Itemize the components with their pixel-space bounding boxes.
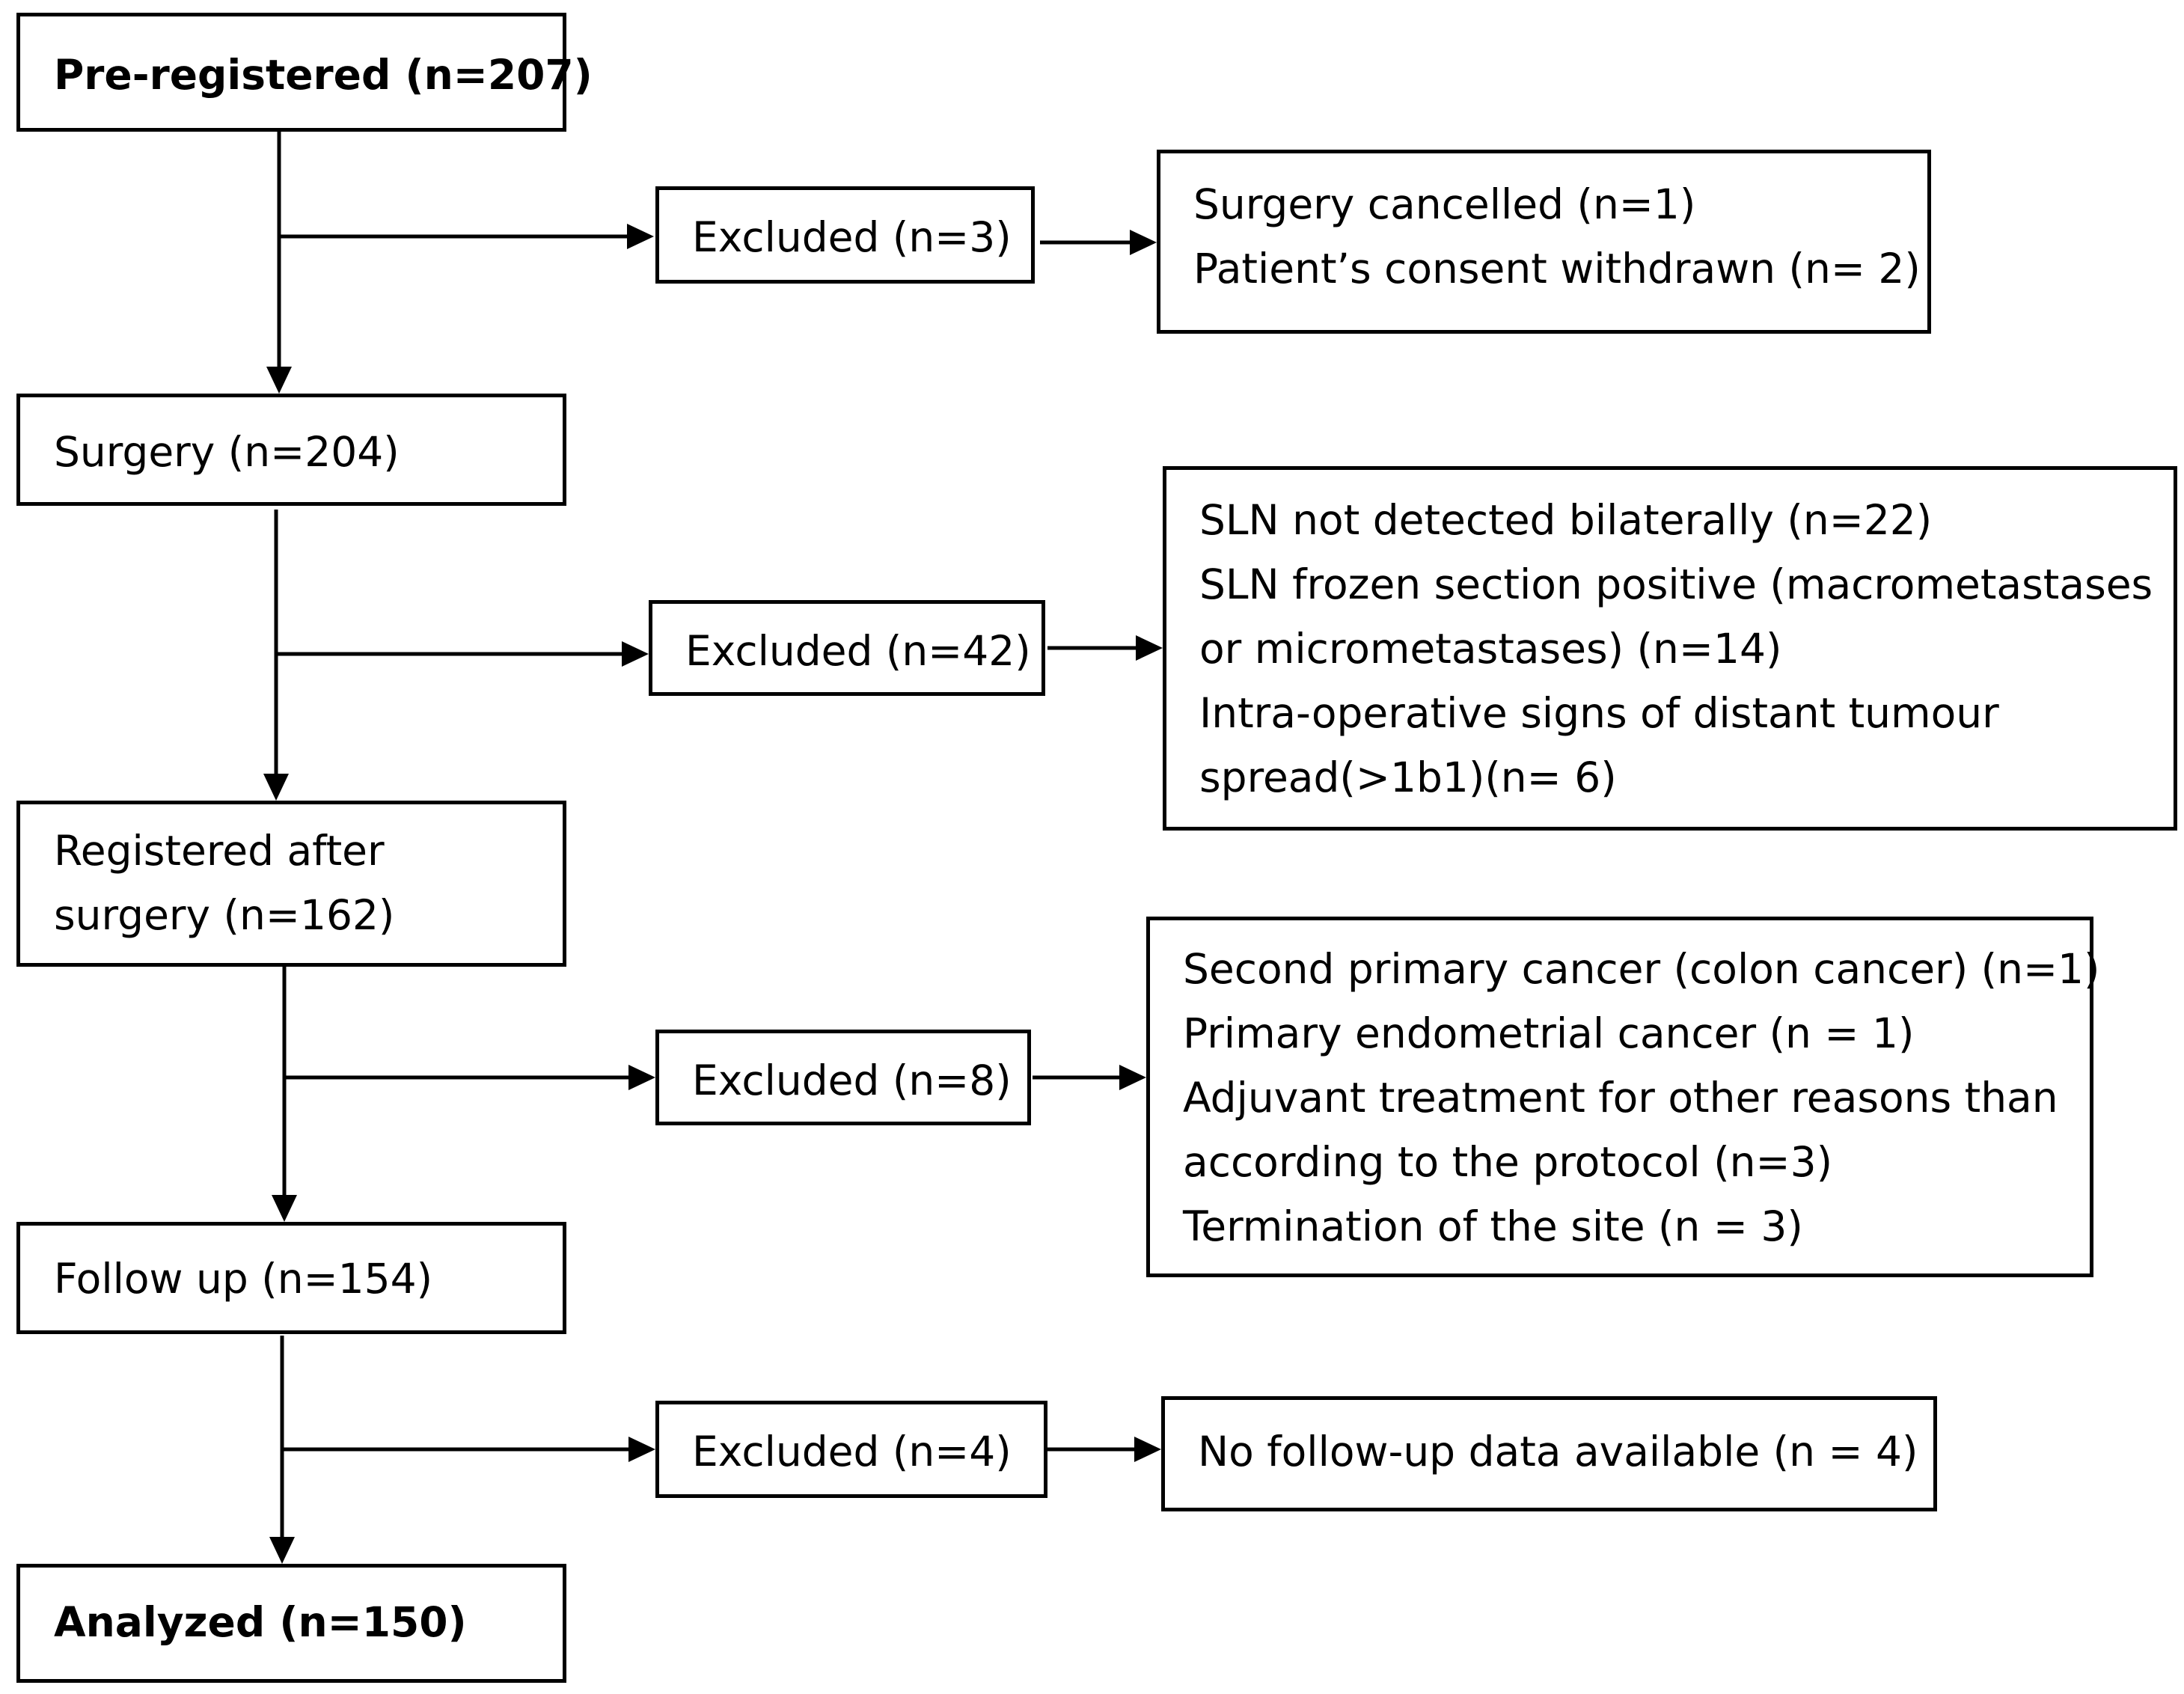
arrowhead-excluded-1 — [627, 224, 654, 249]
arrowhead-excluded-3 — [628, 1065, 655, 1090]
label-excluded-2: Excluded (n=42) — [685, 627, 1031, 675]
arrowhead-excluded-2 — [622, 641, 649, 667]
reason-3-5: Termination of the site (n = 3) — [1183, 1202, 1803, 1250]
reason-3-2: Primary endometrial cancer (n = 1) — [1183, 1009, 1915, 1057]
label-surgery: Surgery (n=204) — [54, 428, 400, 476]
reason-3-1: Second primary cancer (colon cancer) (n=… — [1183, 945, 2100, 993]
box-surgery: Surgery (n=204) — [16, 394, 566, 506]
reason-4-1: No follow-up data available (n = 4) — [1198, 1428, 1918, 1476]
box-registered-after-surgery: Registered after surgery (n=162) — [16, 801, 566, 967]
box-reasons-2: SLN not detected bilaterally (n=22) SLN … — [1163, 466, 2177, 831]
box-follow-up: Follow up (n=154) — [16, 1222, 566, 1334]
label-excluded-1: Excluded (n=3) — [692, 213, 1012, 261]
box-excluded-4: Excluded (n=4) — [655, 1401, 1047, 1498]
reason-2-3: or micrometastases) (n=14) — [1199, 625, 1782, 673]
box-excluded-3: Excluded (n=8) — [655, 1030, 1031, 1125]
arrowhead-surgery — [266, 367, 292, 394]
arrowhead-reasons-4 — [1134, 1437, 1161, 1462]
reason-2-1: SLN not detected bilaterally (n=22) — [1199, 496, 1933, 544]
reason-2-4: Intra-operative signs of distant tumour — [1199, 689, 1999, 737]
arrowhead-reasons-3 — [1119, 1065, 1146, 1090]
label-analyzed: Analyzed (n=150) — [54, 1598, 467, 1646]
label-registered-line-1: Registered after — [54, 827, 385, 875]
box-excluded-2: Excluded (n=42) — [649, 600, 1045, 696]
box-pre-registered: Pre-registered (n=207) — [16, 13, 593, 132]
reason-3-3: Adjuvant treatment for other reasons tha… — [1183, 1074, 2058, 1122]
reason-1-1: Surgery cancelled (n=1) — [1193, 180, 1696, 228]
arrowhead-reasons-2 — [1136, 635, 1163, 661]
label-follow-up: Follow up (n=154) — [54, 1255, 433, 1303]
arrowhead-analyzed — [269, 1537, 295, 1564]
arrowhead-reasons-1 — [1130, 230, 1157, 255]
box-reasons-4: No follow-up data available (n = 4) — [1161, 1396, 1937, 1511]
label-excluded-4: Excluded (n=4) — [692, 1428, 1012, 1476]
label-pre-registered: Pre-registered (n=207) — [54, 51, 593, 99]
label-excluded-3: Excluded (n=8) — [692, 1057, 1012, 1104]
arrowhead-excluded-4 — [628, 1437, 655, 1462]
reason-1-2: Patient’s consent withdrawn (n= 2) — [1193, 245, 1921, 293]
reason-2-5: spread(>1b1)(n= 6) — [1199, 753, 1617, 801]
box-reasons-1: Surgery cancelled (n=1) Patient’s consen… — [1157, 150, 1931, 334]
arrowhead-followup — [272, 1195, 297, 1222]
box-analyzed: Analyzed (n=150) — [16, 1564, 566, 1683]
reason-2-2: SLN frozen section positive (macrometast… — [1199, 560, 2153, 608]
box-excluded-1: Excluded (n=3) — [655, 186, 1035, 284]
reason-3-4: according to the protocol (n=3) — [1183, 1138, 1833, 1186]
label-registered-line-2: surgery (n=162) — [54, 891, 395, 939]
arrowhead-registered — [263, 774, 289, 801]
box-reasons-3: Second primary cancer (colon cancer) (n=… — [1146, 917, 2100, 1277]
